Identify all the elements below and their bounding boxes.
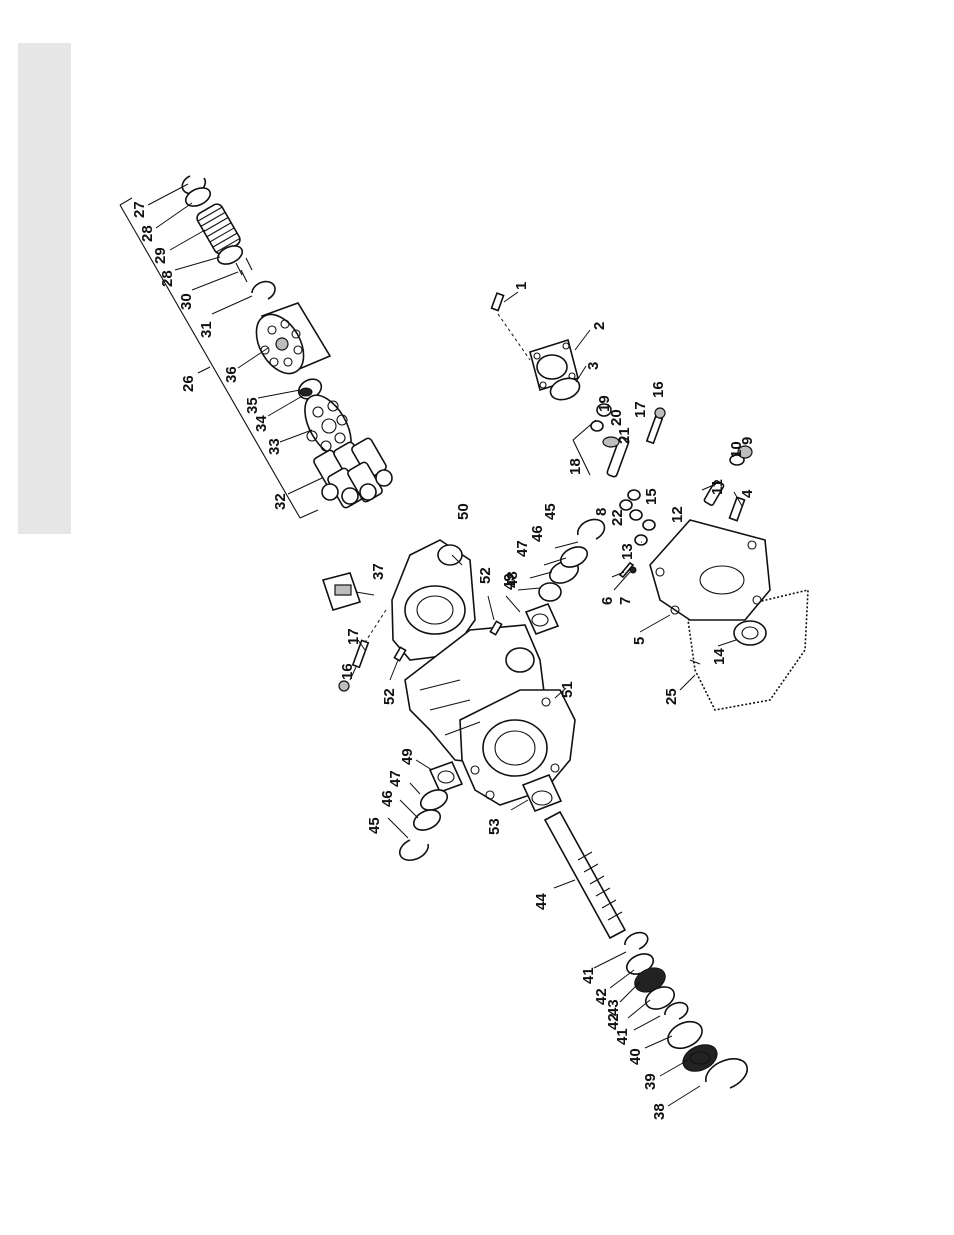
- callout-label: 49: [399, 748, 416, 765]
- pins-30: [236, 258, 252, 282]
- callout-label: 4: [739, 489, 756, 498]
- callout-label: 30: [178, 293, 195, 310]
- callout-label: 44: [533, 893, 550, 910]
- callout-label: 47: [514, 540, 531, 557]
- callout-label: 46: [529, 525, 546, 542]
- callout-label: 7: [617, 597, 634, 605]
- swash-bracket-37: [323, 573, 360, 610]
- callout-label: 28: [139, 225, 156, 242]
- callout-label: 53: [486, 818, 503, 835]
- pin-17b: [647, 416, 662, 443]
- screw-4: [729, 497, 744, 520]
- ring-34: [300, 388, 312, 396]
- nut-16a: [339, 681, 349, 691]
- ring-13: [635, 535, 647, 545]
- bearing-14: [734, 621, 766, 645]
- callout-label: 11: [709, 479, 726, 495]
- callout-label: 6: [599, 597, 616, 605]
- washer-8: [620, 500, 632, 510]
- ring-12: [643, 520, 655, 530]
- callout-label: 33: [266, 438, 283, 455]
- port-plate-5: [650, 520, 770, 620]
- port-plate-group: [620, 520, 808, 710]
- callout-label: 32: [272, 493, 289, 510]
- callout-label: 15: [643, 488, 660, 505]
- callout-label: 25: [663, 688, 680, 705]
- ring-20: [591, 421, 603, 431]
- callout-label: 5: [631, 637, 648, 645]
- callout-label: 26: [180, 375, 197, 392]
- callout-label: 40: [627, 1048, 644, 1065]
- nut-7: [630, 567, 636, 573]
- callout-label: 51: [559, 681, 576, 698]
- rotating-group: [182, 176, 392, 509]
- callout-label: 8: [593, 508, 610, 516]
- callout-label: 14: [711, 648, 728, 665]
- callout-label: 18: [567, 458, 584, 475]
- plate-46a: [411, 806, 444, 834]
- callout-label: 1: [513, 282, 530, 290]
- callout-label: 45: [542, 503, 559, 520]
- callout-label: 43: [605, 999, 622, 1016]
- callout-label: 39: [642, 1073, 659, 1090]
- callout-label: 46: [379, 790, 396, 807]
- callout-label: 27: [131, 201, 148, 218]
- callout-label: 35: [244, 397, 261, 414]
- callout-label: 52: [477, 567, 494, 584]
- callout-label: 16: [650, 381, 667, 398]
- callout-label: 34: [253, 415, 270, 432]
- callout-label: 52: [381, 688, 398, 705]
- washer-22: [630, 510, 642, 520]
- nut-16b: [655, 408, 665, 418]
- cover-group: [492, 293, 583, 403]
- bolt-1: [492, 293, 504, 310]
- callout-label: 49: [501, 573, 518, 590]
- bearing-49a: [430, 762, 462, 792]
- callout-label: 41: [580, 967, 597, 984]
- callout-label: 37: [370, 563, 387, 580]
- callout-label: 45: [366, 817, 383, 834]
- callout-label: 16: [339, 663, 356, 680]
- callout-label: 10: [728, 441, 745, 458]
- snap-ring-41a: [625, 933, 648, 949]
- bearing-49b: [526, 604, 558, 634]
- callout-label: 31: [198, 321, 215, 338]
- shaft-44: [545, 812, 625, 938]
- callout-label: 2: [591, 322, 608, 330]
- bushing-48: [539, 583, 561, 601]
- callout-label: 50: [455, 503, 472, 520]
- washer-15: [628, 490, 640, 500]
- callout-label: 3: [585, 362, 602, 370]
- callout-label: 29: [152, 247, 169, 264]
- callout-label: 20: [608, 409, 625, 426]
- callout-label: 47: [387, 770, 404, 787]
- snap-ring-45b: [578, 519, 605, 539]
- callout-label: 17: [345, 628, 362, 645]
- callout-label: 36: [223, 366, 240, 383]
- cylinder-block-36: [247, 303, 330, 382]
- callout-label: 28: [159, 270, 176, 287]
- callout-label: 22: [609, 509, 626, 526]
- spring-ring-31: [252, 282, 275, 299]
- callout-label: 17: [632, 401, 649, 418]
- callout-label: 13: [619, 543, 636, 560]
- dowel-52a: [394, 647, 405, 660]
- callout-label: 12: [669, 506, 686, 523]
- callout-label: 38: [651, 1103, 668, 1120]
- snap-ring-45a: [400, 840, 428, 860]
- callout-label: 21: [616, 427, 633, 444]
